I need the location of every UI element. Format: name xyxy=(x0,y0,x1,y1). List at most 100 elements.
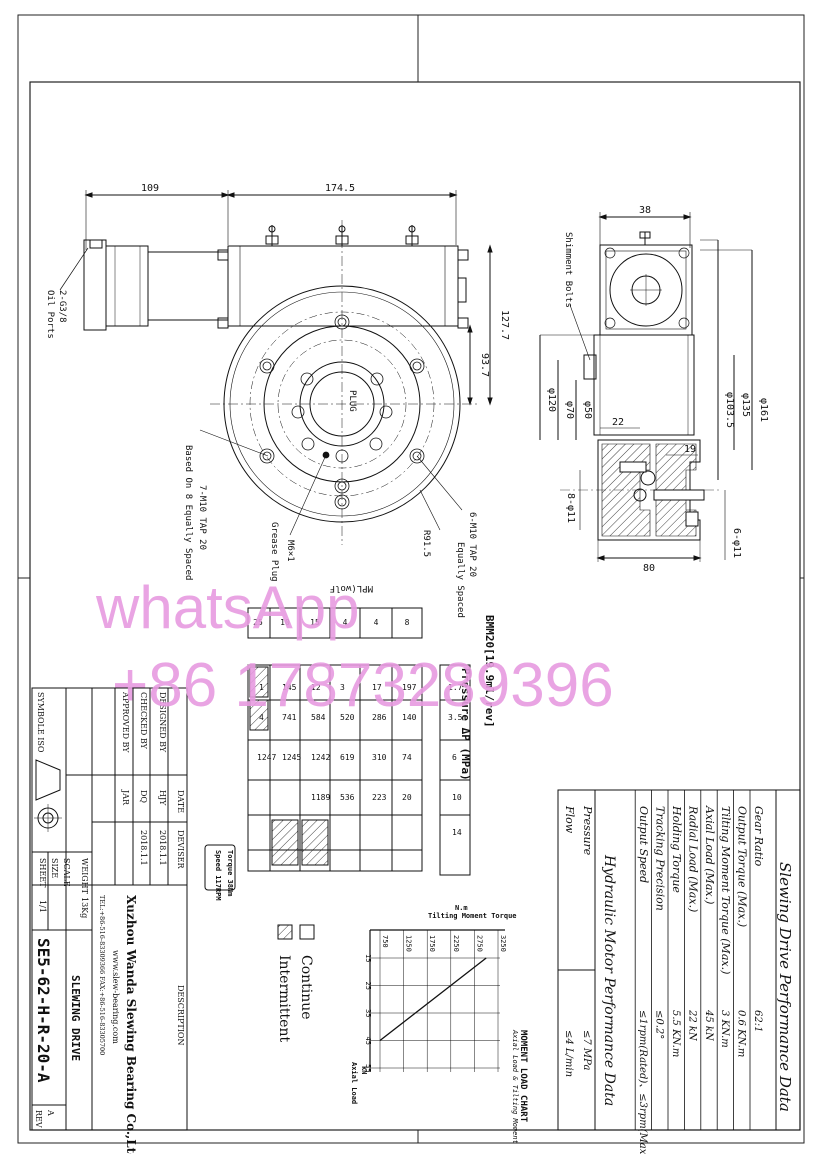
bmm-pressure-label: Pressure ΔP (MPa) xyxy=(459,668,472,781)
checked-by-name: DQ xyxy=(139,790,148,803)
svg-text:10: 10 xyxy=(452,793,462,802)
svg-text:520: 520 xyxy=(340,713,355,722)
dim-93-7: 93.7 xyxy=(479,353,490,377)
model-number: SE5-62-H-R-20-A xyxy=(34,938,53,1083)
svg-text:20: 20 xyxy=(402,793,412,802)
svg-text:1245: 1245 xyxy=(282,753,301,762)
dim-phi-161: φ161 xyxy=(758,398,769,422)
chart-x-axis-label: Axial Load xyxy=(350,1062,358,1104)
svg-text:1189: 1189 xyxy=(311,793,330,802)
svg-text:12: 12 xyxy=(311,683,321,692)
chart-tick-y: 3250 xyxy=(499,935,507,952)
svg-text:140: 140 xyxy=(402,713,417,722)
dim-109: 109 xyxy=(141,183,159,194)
dim-38: 38 xyxy=(639,205,651,216)
dim-174-5: 174.5 xyxy=(325,183,355,194)
chart-tick-x: 25 xyxy=(364,982,372,990)
hyd-row-label: Flow xyxy=(563,805,576,834)
product-name: SLEWING DRIVE xyxy=(69,975,82,1061)
svg-text:14: 14 xyxy=(452,828,462,837)
svg-text:4: 4 xyxy=(374,618,379,627)
chart-tick-x: 15 xyxy=(364,954,372,962)
size-label: SIZE xyxy=(50,858,59,878)
approved-by-name: JAR xyxy=(121,789,130,806)
perf-row-value: 22 kN xyxy=(686,1009,697,1042)
perf-row-value: ≤1rpm(Rated)、≤3rpm(Max.) xyxy=(637,1010,648,1154)
date-checked: 2018.1.1 xyxy=(139,830,148,866)
svg-text:310: 310 xyxy=(372,753,387,762)
bmm-table xyxy=(204,607,471,891)
performance-table-frame xyxy=(557,789,801,1131)
plug-label: PLUG xyxy=(347,390,357,412)
company-contacts: TEL:+86-516-83309366 FAX:+86-516-8330570… xyxy=(98,895,106,1055)
dim-phi-70: φ70 xyxy=(564,401,575,419)
watermark-line-1: whatsApp xyxy=(96,574,360,641)
hydraulic-title: Hydraulic Motor Performance Data xyxy=(601,854,617,1106)
svg-text:25: 25 xyxy=(253,618,263,627)
perf-row-value: ≤0.2° xyxy=(654,1010,665,1039)
svg-text:223: 223 xyxy=(372,793,387,802)
chart-series-line xyxy=(379,957,487,1042)
perf-row-label: Radial Load (Max.) xyxy=(686,805,699,912)
designed-by-name: HJY xyxy=(158,790,167,806)
perf-row-label: Output Speed xyxy=(637,806,650,883)
oil-ports-label: Oil Ports xyxy=(45,290,55,339)
dim-phi-50: φ50 xyxy=(582,401,593,419)
grease-plug-label: Grease Plug xyxy=(269,522,279,582)
chart-tick-x: 55 xyxy=(364,1064,372,1072)
svg-text:3.5: 3.5 xyxy=(448,713,463,722)
m10-6-tap-label: 6-M10 TAP 20 xyxy=(467,512,477,577)
r91-5-label: R91.5 xyxy=(421,530,431,557)
svg-text:1242: 1242 xyxy=(311,753,330,762)
oil-ports-thread: 2-G3/8 xyxy=(57,290,67,323)
perf-row-label: Holding Torque xyxy=(670,805,683,893)
svg-text:3: 3 xyxy=(340,683,345,692)
bmm-torque-note: Torque 38Nm xyxy=(226,850,234,896)
svg-text:4: 4 xyxy=(343,618,348,627)
svg-text:286: 286 xyxy=(372,713,387,722)
description-header: DESCRIPTION xyxy=(176,985,185,1045)
svg-text:15: 15 xyxy=(310,618,320,627)
performance-title: Slewing Drive Performance Data xyxy=(776,862,794,1112)
weight-value: 13Kg xyxy=(80,897,89,918)
hyd-row-value: ≤4 L/min xyxy=(563,1030,574,1077)
svg-text:10: 10 xyxy=(280,618,290,627)
sheet-value: 1/1 xyxy=(38,900,47,913)
legend-continue-label: Continue xyxy=(298,955,314,1020)
dim-6-phi-11: 6-φ11 xyxy=(731,528,742,558)
chart-tick-y: 2250 xyxy=(452,935,460,952)
date-header: DATE xyxy=(176,790,185,813)
bmm-speed-note: Speed 117RPM xyxy=(214,850,222,901)
perf-row-value: 45 kN xyxy=(703,1009,714,1042)
legend-intermittent-swatch xyxy=(277,924,293,940)
watermark-line-2: +86 17873289396 xyxy=(112,651,614,720)
svg-text:197: 197 xyxy=(402,683,417,692)
dim-8-phi-11: 8-φ11 xyxy=(565,493,576,523)
weight-label: WEIGHT xyxy=(80,858,89,895)
mpl-flow-label: MPL(wolF xyxy=(330,583,373,593)
perf-row-value: 62:1 xyxy=(752,1010,763,1032)
chart-title: MOMENT LOAD CHART xyxy=(518,1030,528,1123)
svg-text:1247: 1247 xyxy=(257,753,276,762)
svg-text:74: 74 xyxy=(402,753,412,762)
chart-tick-x: 35 xyxy=(364,1009,372,1017)
m10-7-tap-label: 7-M10 TAP 20 xyxy=(197,485,207,550)
side-view xyxy=(539,212,753,562)
dim-80: 80 xyxy=(643,563,655,574)
dim-phi-120: φ120 xyxy=(546,388,557,412)
perf-row-value: 3 KN.m xyxy=(719,1010,730,1048)
chart-subtitle: Axial Load & Tilting Moment xyxy=(511,1029,519,1144)
legend-intermittent-label: Intermittent xyxy=(276,955,292,1042)
rev-value: A xyxy=(46,1109,55,1116)
chart-y-unit: N.m xyxy=(455,904,468,912)
scale-label: SCALE xyxy=(62,858,71,887)
svg-text:6: 6 xyxy=(452,753,457,762)
sheet-label: SHEET xyxy=(38,858,47,888)
designed-by-label: DESIGNED BY xyxy=(158,692,167,753)
chart-x-unit: kN xyxy=(360,1066,368,1074)
perf-row-value: 0.6 KN.m xyxy=(736,1010,747,1057)
svg-text:536: 536 xyxy=(340,793,355,802)
